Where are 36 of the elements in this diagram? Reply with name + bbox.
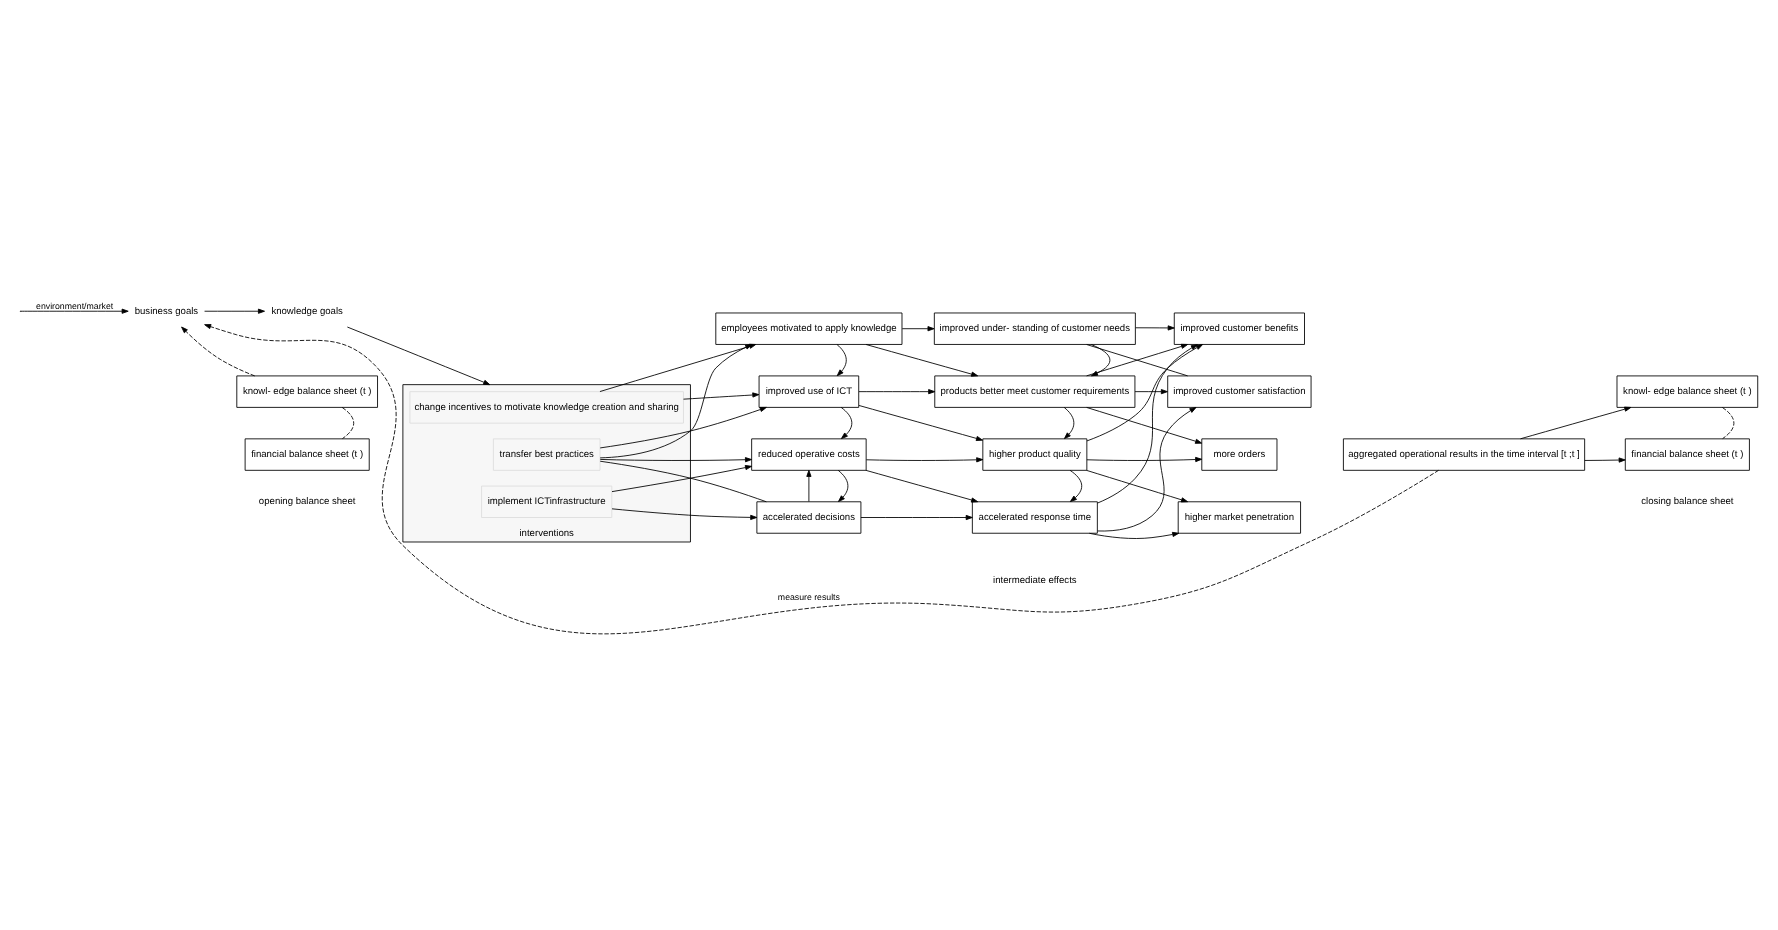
arrow bbox=[1584, 457, 1626, 463]
arrow bbox=[20, 308, 129, 314]
connector bbox=[1721, 406, 1735, 440]
arrow bbox=[865, 457, 984, 463]
arrow bbox=[1097, 407, 1197, 532]
arrow bbox=[1088, 531, 1180, 539]
arrow bbox=[1086, 469, 1188, 503]
arrow bbox=[1134, 389, 1168, 395]
arrow bbox=[806, 469, 812, 502]
arrow bbox=[858, 405, 983, 441]
connector bbox=[341, 406, 355, 440]
arrow bbox=[901, 326, 935, 332]
arrow bbox=[1063, 406, 1075, 440]
arrow bbox=[840, 406, 853, 440]
arrow bbox=[860, 514, 973, 521]
arrow bbox=[599, 344, 753, 459]
arrow bbox=[611, 465, 753, 493]
arrow bbox=[865, 469, 979, 503]
arrow bbox=[836, 344, 847, 377]
arrow bbox=[611, 508, 758, 520]
arrow bbox=[858, 389, 936, 395]
arrow bbox=[1086, 456, 1203, 463]
connector bbox=[599, 460, 767, 503]
arrow bbox=[599, 457, 752, 463]
arrow bbox=[1086, 407, 1203, 444]
arrow bbox=[865, 344, 979, 377]
arrow bbox=[346, 326, 491, 386]
arrow bbox=[1520, 406, 1632, 440]
arrow bbox=[1069, 469, 1083, 502]
arrow bbox=[1135, 325, 1175, 331]
arrow bbox=[204, 324, 1439, 635]
arrow bbox=[599, 406, 767, 449]
arrow bbox=[204, 308, 265, 314]
arrow bbox=[181, 326, 256, 377]
arrow bbox=[683, 392, 760, 400]
arrow bbox=[837, 469, 849, 502]
